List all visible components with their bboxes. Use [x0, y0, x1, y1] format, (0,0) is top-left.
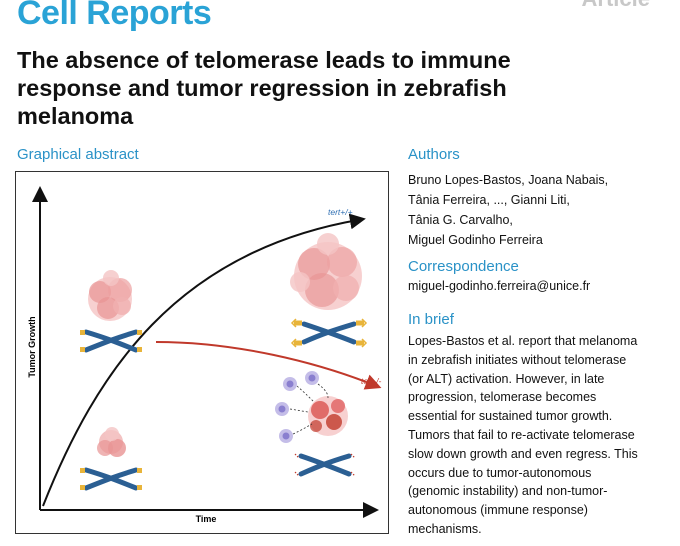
brief-line: slow down growth and even regress. This	[408, 446, 638, 461]
brief-line: Lopes-Bastos et al. report that melanoma	[408, 334, 638, 348]
brief-line: mechanisms.	[408, 521, 482, 536]
chromosome-with-long-telomeres-icon	[290, 318, 368, 348]
tert-negative-label: tert-/-	[361, 376, 381, 386]
brief-line: in zebrafish initiates without telomeras…	[408, 352, 627, 367]
journal-name: Cell Reports	[17, 0, 212, 32]
article-type-label: Article	[582, 0, 650, 12]
large-tumor-illustration	[290, 233, 362, 310]
author-line: Tânia G. Carvalho,	[408, 213, 513, 227]
author-line: Miguel Godinho Ferreira	[408, 233, 543, 247]
in-brief-text: Lopes-Bastos et al. report that melanoma…	[408, 332, 670, 539]
chromosome-with-short-telomeres-icon	[294, 453, 356, 477]
medium-tumor-illustration	[88, 270, 132, 321]
chromosome-icon	[80, 329, 142, 353]
brief-line: (or ALT) activation. However, in late	[408, 371, 605, 386]
brief-line: Tumors that fail to re-activate telomera…	[408, 427, 635, 442]
brief-line: occurs due to tumor-autonomous	[408, 465, 592, 480]
author-line: Bruno Lopes-Bastos, Joana Nabais,	[408, 173, 609, 187]
brief-line: autonomous (immune response)	[408, 503, 588, 518]
brief-line: essential for sustained tumor growth.	[408, 409, 613, 424]
tert-positive-curve	[42, 213, 366, 507]
regressing-tumor-illustration	[308, 396, 348, 436]
graphical-abstract-figure: Tumor Growth Time tert+/+ tert-/-	[15, 171, 389, 534]
graphical-abstract-svg: Tumor Growth Time tert+/+ tert-/-	[27, 186, 382, 524]
graphical-abstract-heading: Graphical abstract	[17, 146, 139, 163]
x-axis-label: Time	[196, 514, 217, 524]
brief-line: (genomic instability) and non-tumor-	[408, 484, 608, 499]
title-line: melanoma	[17, 103, 134, 129]
title-line: The absence of telomerase leads to immun…	[17, 47, 511, 73]
tert-positive-label: tert+/+	[328, 207, 353, 217]
correspondence-heading: Correspondence	[408, 258, 519, 275]
chromosome-icon	[80, 467, 142, 491]
y-axis-label: Tumor Growth	[27, 316, 37, 377]
tert-negative-curve	[155, 341, 382, 390]
brief-line: progression, telomerase becomes	[408, 390, 597, 405]
author-line: Tânia Ferreira, ..., Gianni Liti,	[408, 193, 570, 207]
immune-cells-icon	[275, 371, 329, 443]
article-title: The absence of telomerase leads to immun…	[17, 46, 617, 130]
authors-list: Bruno Lopes-Bastos, Joana Nabais, Tânia …	[408, 170, 668, 250]
title-line: response and tumor regression in zebrafi…	[17, 75, 507, 101]
in-brief-heading: In brief	[408, 311, 454, 328]
correspondence-email-link[interactable]: miguel-godinho.ferreira@unice.fr	[408, 279, 591, 293]
small-tumor-illustration	[97, 427, 126, 457]
authors-heading: Authors	[408, 146, 460, 163]
